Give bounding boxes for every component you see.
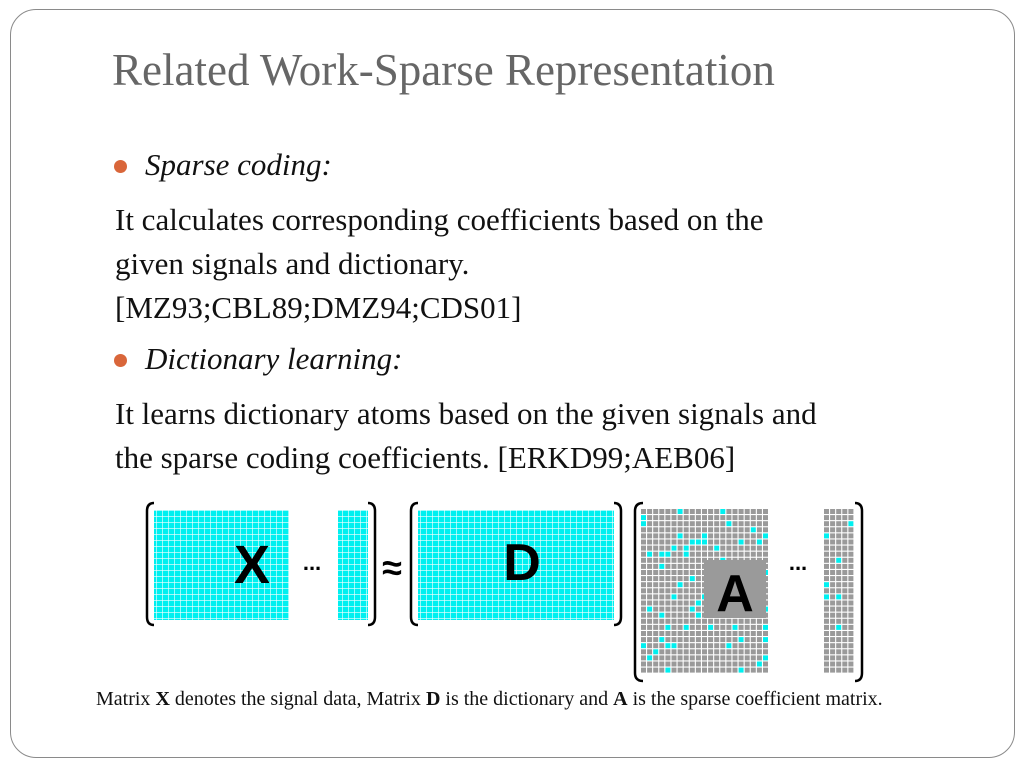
ellipsis-a: ... bbox=[789, 550, 807, 575]
caption-a: A bbox=[613, 688, 628, 710]
right-bracket-icon bbox=[854, 501, 864, 683]
matrix-a-column bbox=[824, 509, 854, 673]
left-bracket-icon bbox=[409, 501, 419, 627]
sparse-coding-description: It calculates corresponding coefficients… bbox=[115, 198, 975, 330]
matrix-x-column bbox=[338, 510, 368, 620]
text-line: given signals and dictionary. bbox=[115, 246, 470, 281]
slide-frame bbox=[10, 9, 1015, 758]
figure-caption: Matrix X denotes the signal data, Matrix… bbox=[96, 688, 976, 710]
left-bracket-icon bbox=[145, 501, 155, 627]
bullet-icon bbox=[114, 160, 127, 173]
matrix-d: D bbox=[409, 501, 623, 627]
caption-text: Matrix bbox=[96, 688, 156, 710]
matrix-d-block bbox=[418, 510, 614, 620]
caption-text: is the dictionary and bbox=[440, 688, 614, 710]
matrix-x-block bbox=[154, 510, 289, 620]
text-line: the sparse coding coefficients. [ERKD99;… bbox=[115, 440, 736, 475]
bullet-label: Dictionary learning: bbox=[145, 341, 403, 376]
matrix-a-label: A bbox=[716, 565, 754, 623]
slide-title: Related Work-Sparse Representation bbox=[112, 45, 775, 95]
caption-text: denotes the signal data, Matrix bbox=[169, 688, 426, 710]
matrix-x-label: X bbox=[234, 535, 270, 595]
text-line: It learns dictionary atoms based on the … bbox=[115, 396, 817, 431]
caption-d: D bbox=[425, 688, 441, 710]
bullet-label: Sparse coding: bbox=[145, 147, 332, 182]
citation-line: [MZ93;CBL89;DMZ94;CDS01] bbox=[115, 290, 522, 325]
matrix-a: A ... bbox=[633, 501, 864, 683]
ellipsis-x: ... bbox=[303, 550, 321, 575]
text-line: It calculates corresponding coefficients… bbox=[115, 202, 764, 237]
matrix-x: X ... bbox=[145, 501, 377, 627]
approx-symbol: ≈ bbox=[382, 547, 402, 588]
matrix-d-label: D bbox=[503, 534, 541, 592]
bullet-icon bbox=[114, 354, 127, 367]
caption-x: X bbox=[155, 688, 170, 710]
caption-text: is the sparse coefficient matrix. bbox=[627, 688, 883, 710]
left-bracket-icon bbox=[633, 501, 644, 683]
right-bracket-icon bbox=[367, 501, 377, 627]
matrix-a-label-backdrop bbox=[704, 560, 766, 618]
dictionary-learning-description: It learns dictionary atoms based on the … bbox=[115, 392, 975, 480]
right-bracket-icon bbox=[613, 501, 623, 627]
